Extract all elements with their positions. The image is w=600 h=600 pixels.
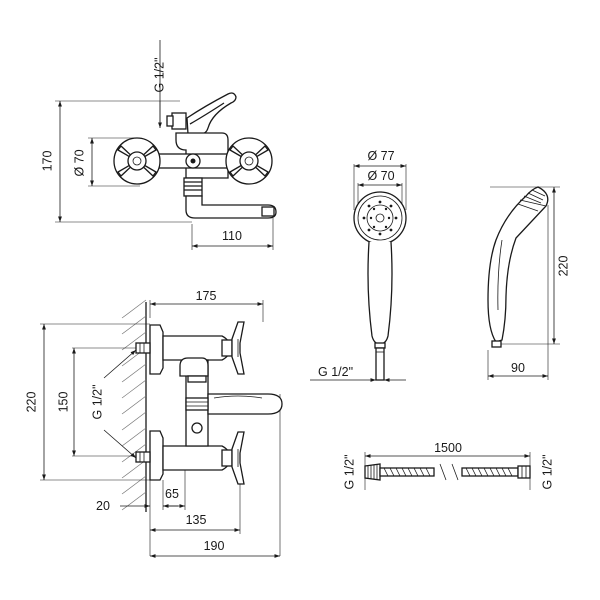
shower-head-side-drawing	[487, 186, 560, 380]
front-65-label: 65	[165, 487, 179, 501]
hose-right-thread-label: G 1/2"	[540, 454, 554, 489]
front-20-label: 20	[96, 499, 110, 513]
shower-depth-label: 90	[511, 361, 525, 375]
top-spout-label: 110	[222, 229, 242, 243]
front-135-label: 135	[186, 513, 207, 527]
front-height-label: 220	[24, 392, 38, 413]
top-height-label: 170	[40, 151, 54, 172]
front-thread-label: G 1/2"	[90, 384, 104, 419]
shower-height-label: 220	[556, 256, 570, 277]
front-width-label: 175	[196, 289, 217, 303]
top-diameter-label: Ø 70	[72, 149, 86, 176]
head-outer-label: Ø 77	[367, 149, 394, 163]
hose-drawing	[364, 452, 531, 490]
head-inner-label: Ø 70	[367, 169, 394, 183]
front-view-drawing	[40, 299, 283, 558]
front-spacing-label: 150	[56, 392, 70, 413]
shower-head-front-drawing	[310, 164, 407, 382]
front-190-label: 190	[204, 539, 225, 553]
top-view-drawing	[55, 40, 277, 250]
top-thread-label: G 1/2"	[152, 57, 166, 92]
hose-left-thread-label: G 1/2"	[342, 454, 356, 489]
shower-thread-label: G 1/2"	[318, 365, 353, 379]
hose-length-label: 1500	[434, 441, 462, 455]
